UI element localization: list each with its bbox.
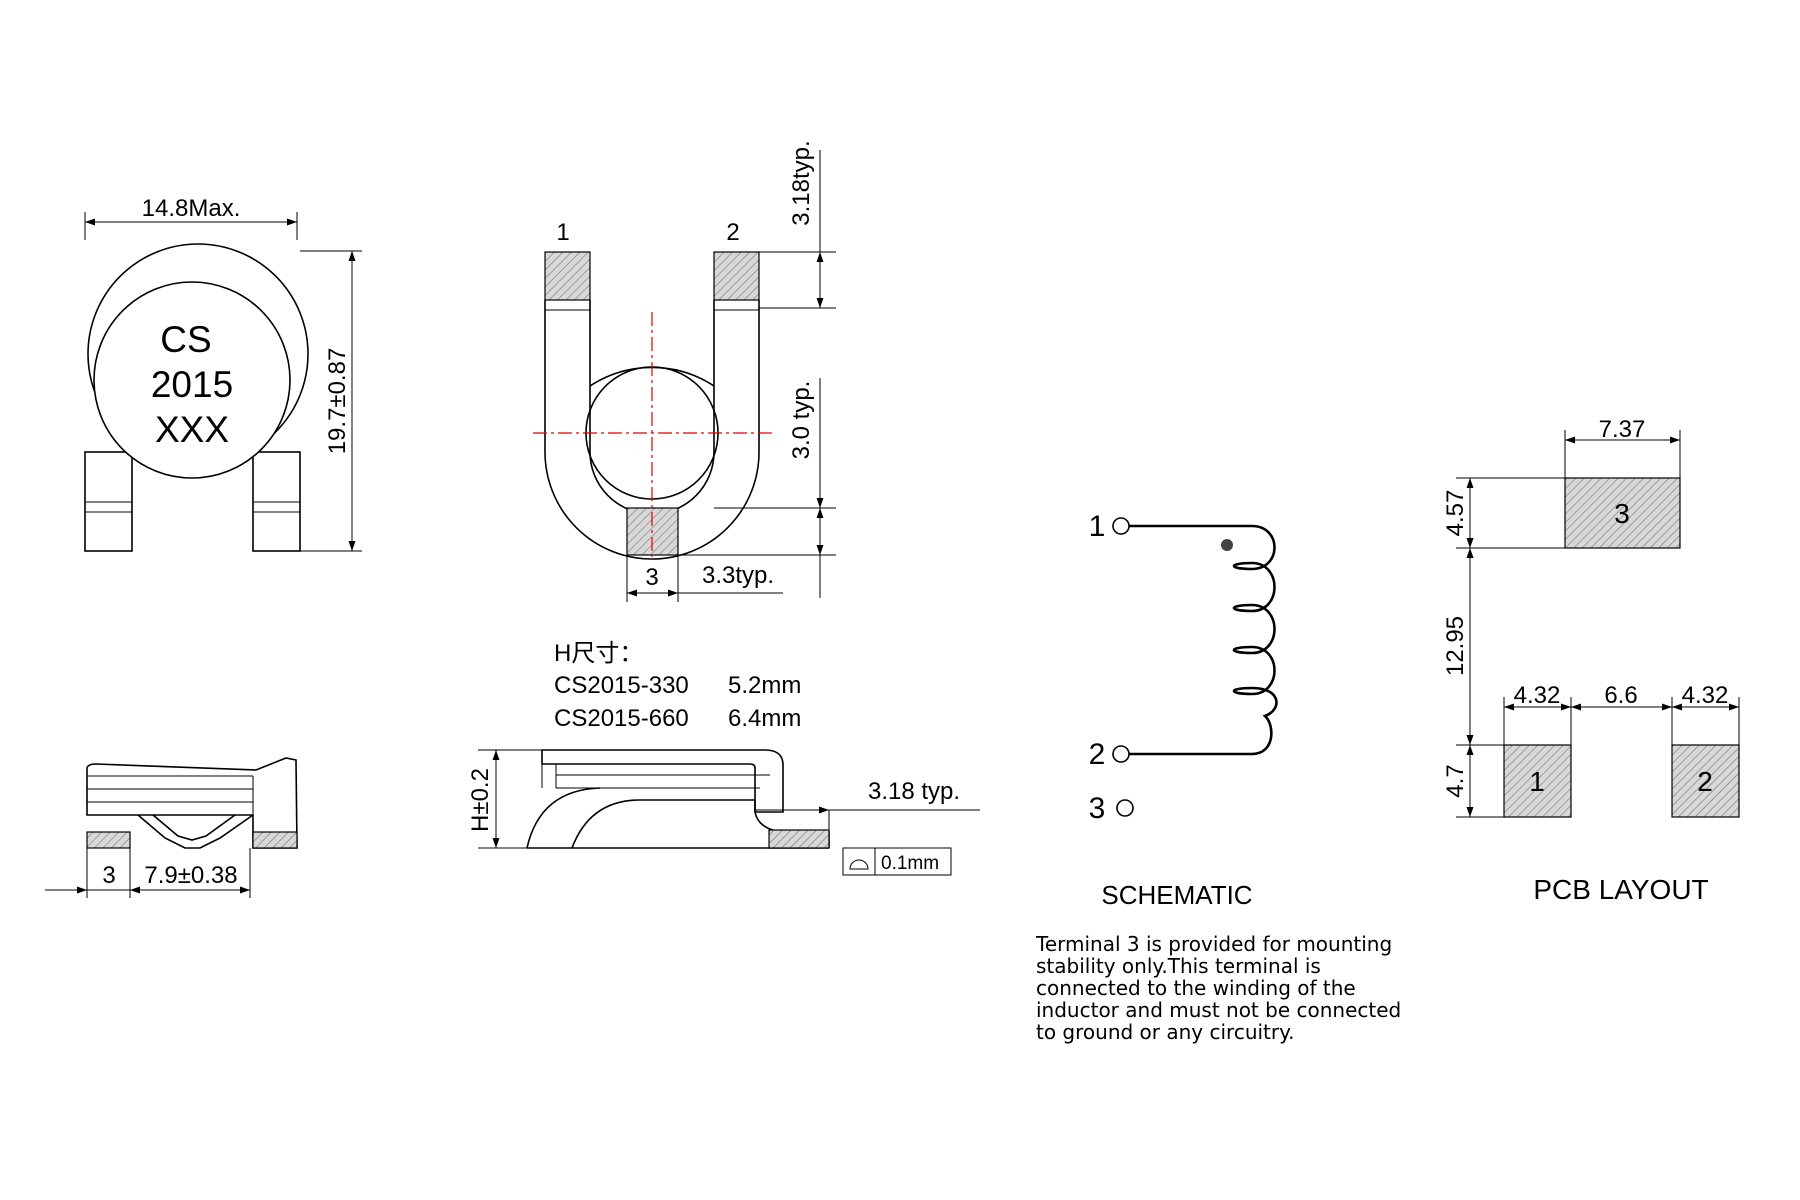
pcb-pad-gap-label: 6.6: [1604, 682, 1637, 709]
schematic-title: SCHEMATIC: [1101, 880, 1252, 910]
front-left-pad: [86, 831, 131, 849]
pin1-label: 1: [556, 219, 569, 246]
schematic: 1 2 3 SCHEMATIC Terminal 3 is provided f…: [1035, 510, 1401, 1044]
pcb-pad-3-label: 3: [1614, 498, 1630, 529]
schematic-pin2-terminal[interactable]: [1112, 745, 1130, 763]
pcb-layout: 3 1 2 7.37 4.57 12.95 4.7 4.32 6.6 4.32 …: [1442, 416, 1740, 905]
h-row-2-part: CS2015-660: [554, 705, 689, 732]
pcb-pad-1-label: 1: [1529, 766, 1545, 797]
flatness-symbol: [849, 859, 869, 870]
width-dim-label: 14.8Max.: [142, 195, 241, 222]
h-dim-label: H±0.2: [467, 768, 494, 832]
pcb-layout-title: PCB LAYOUT: [1533, 874, 1708, 905]
pin3-label: 3: [645, 564, 658, 591]
flatness-frame: [842, 847, 952, 876]
lead-dim-label: 3.18 typ.: [868, 778, 960, 805]
pcb-gap-vertical-label: 12.95: [1442, 616, 1469, 676]
mid-dim-label: 3.0 typ.: [788, 381, 815, 460]
note-line-3: connected to the winding of the: [1036, 976, 1356, 1000]
terminal-1-pad: [544, 251, 591, 301]
terminal-2-pad: [713, 251, 760, 301]
pcb-pad-2-label: 2: [1697, 766, 1713, 797]
h-table: H尺寸： CS2015-330 5.2mm CS2015-660 6.4mm: [554, 640, 801, 732]
h-table-heading: H尺寸：: [554, 640, 643, 667]
top-view: 14.8Max. CS 2015 XXX 19.7±0.87: [84, 195, 362, 552]
bottom-dim-label: 3.3typ.: [702, 562, 774, 589]
front-pad-dim-label: 3: [102, 862, 115, 889]
note-line-4: inductor and must not be connected: [1036, 998, 1401, 1022]
side-view: H±0.2 3.18 typ. 0.1mm: [467, 749, 980, 876]
side-wire-outer-curve: [526, 787, 601, 849]
pcb-pad-1: [1503, 744, 1572, 818]
front-wire-bend: [137, 814, 254, 849]
note-line-5: to ground or any circuitry.: [1036, 1020, 1294, 1044]
note-line-2: stability only.This terminal is: [1036, 954, 1321, 978]
side-top-plate: [541, 749, 784, 813]
height-dim-label: 19.7±0.87: [324, 348, 351, 455]
marking-line-2: 2015: [151, 364, 233, 405]
pcb-pad-width-right-label: 4.32: [1682, 682, 1729, 709]
top-dim-label: 3.18typ.: [788, 140, 815, 225]
marking-line-3: XXX: [155, 409, 229, 450]
wire-outer: [544, 300, 760, 560]
polarity-dot: [1221, 539, 1233, 551]
h-row-1-part: CS2015-330: [554, 672, 689, 699]
flatness-value: 0.1mm: [881, 853, 939, 874]
schematic-pin2-label: 2: [1089, 738, 1106, 771]
note-line-1: Terminal 3 is provided for mounting: [1035, 932, 1392, 956]
schematic-pin3-label: 3: [1089, 792, 1106, 825]
front-view: 3 7.9±0.38: [45, 757, 298, 898]
pcb-pad-3: [1564, 477, 1681, 549]
pcb-width-top-label: 7.37: [1599, 416, 1646, 443]
schematic-pin1-label: 1: [1089, 510, 1106, 543]
schematic-pin3-terminal[interactable]: [1116, 799, 1134, 817]
schematic-pin1-terminal[interactable]: [1112, 517, 1130, 535]
pcb-height-top-label: 4.57: [1442, 490, 1469, 537]
pcb-pad-2: [1671, 744, 1740, 818]
marking-line-1: CS: [160, 319, 211, 360]
inductor-coil: [1129, 524, 1278, 756]
front-right-pad: [252, 831, 298, 849]
h-row-1-value: 5.2mm: [728, 672, 801, 699]
h-row-2-value: 6.4mm: [728, 705, 801, 732]
pcb-height-bottom-label: 4.7: [1442, 764, 1469, 797]
pin2-label: 2: [726, 219, 739, 246]
terminal-view: 1 2 3.18typ. 3.0 typ.: [533, 140, 836, 602]
front-span-dim-label: 7.9±0.38: [144, 862, 237, 889]
side-lead-pad: [768, 829, 830, 849]
pcb-pad-width-left-label: 4.32: [1514, 682, 1561, 709]
core-front-circle: [93, 281, 291, 479]
